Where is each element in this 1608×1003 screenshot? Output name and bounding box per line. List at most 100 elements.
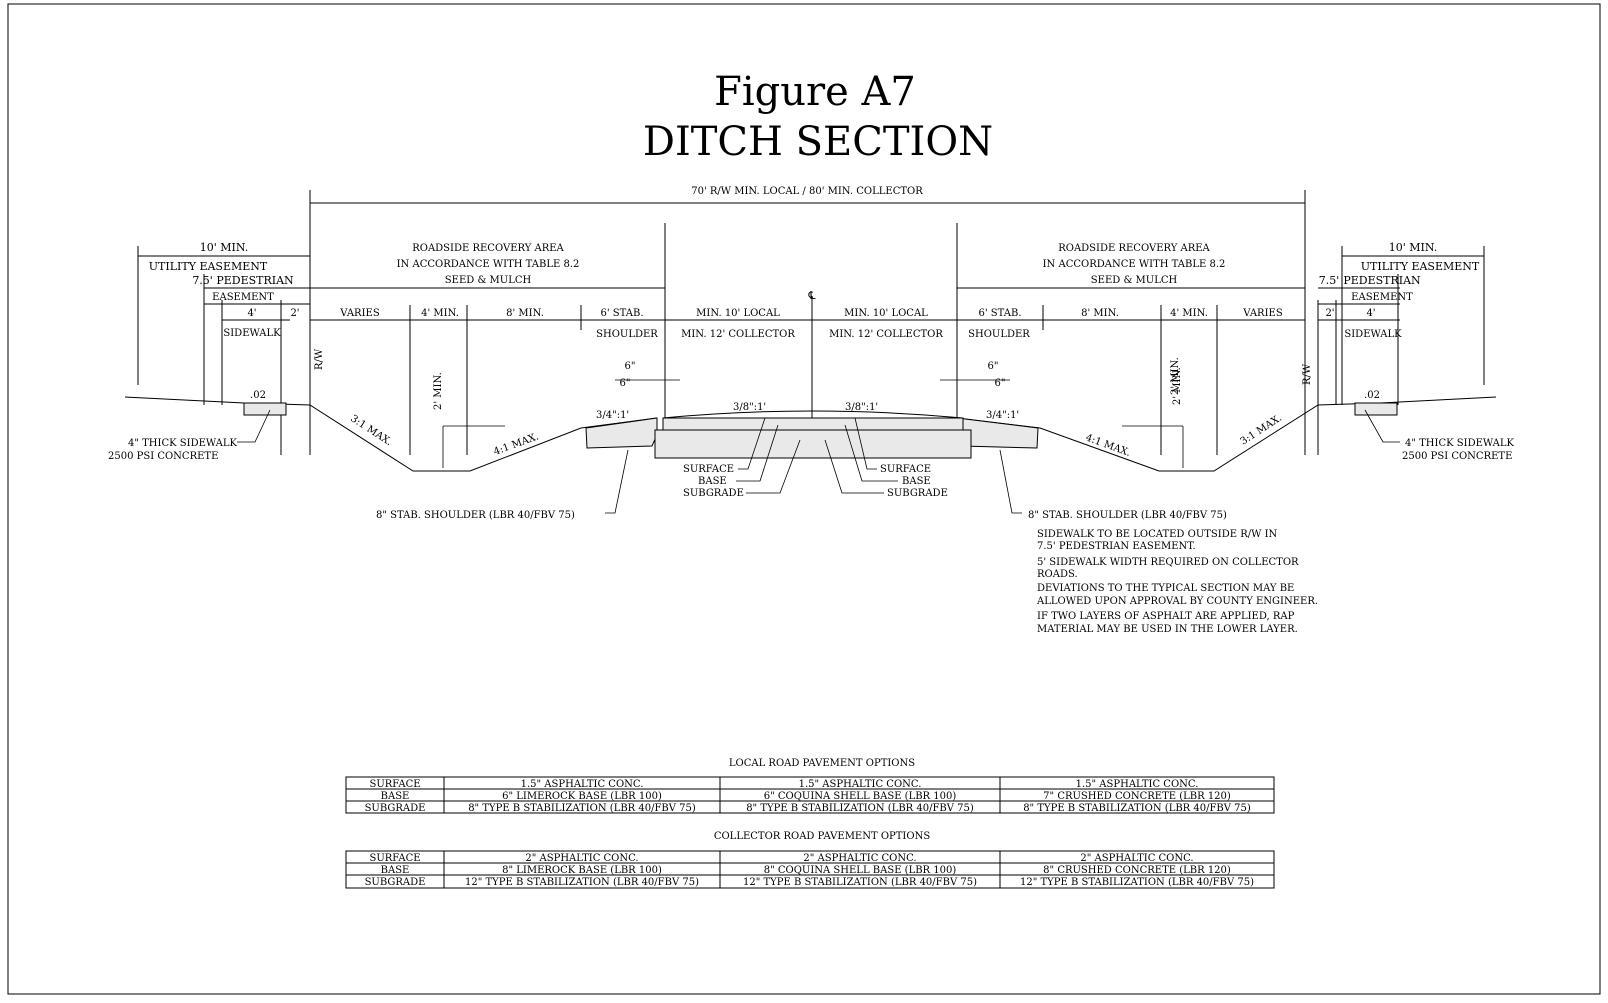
left-stab-shoulder-note: 8" STAB. SHOULDER (LBR 40/FBV 75) xyxy=(376,510,575,521)
pavement-base xyxy=(662,417,964,431)
local-cell-2-3: 8" TYPE B STABILIZATION (LBR 40/FBV 75) xyxy=(1023,803,1251,814)
local-cell-1-3: 7" CRUSHED CONCRETE (LBR 120) xyxy=(1043,791,1231,802)
row-dimension: 70' R/W MIN. LOCAL / 80' MIN. COLLECTOR xyxy=(309,186,1306,455)
figure-title: Figure A7 xyxy=(714,69,916,115)
right-six-in-1: 6" xyxy=(988,361,999,372)
right-rw-label: R/W xyxy=(1302,363,1313,385)
right-two-ft: 2' xyxy=(1325,308,1334,319)
local-cell-0-3: 1.5" ASPHALTIC CONC. xyxy=(1076,779,1199,790)
note-line-5: DEVIATIONS TO THE TYPICAL SECTION MAY BE xyxy=(1037,583,1294,594)
right-base-label: BASE xyxy=(902,476,931,487)
left-sidewalk-slab xyxy=(243,402,287,416)
left-ped-easement: 7.5' PEDESTRIAN xyxy=(192,274,294,287)
collector-cell-1-3: 8" CRUSHED CONCRETE (LBR 120) xyxy=(1043,865,1231,876)
right-util-easement: UTILITY EASEMENT xyxy=(1361,260,1480,273)
right-util-min: 10' MIN. xyxy=(1389,241,1438,254)
left-util-easement: UTILITY EASEMENT xyxy=(149,260,268,273)
right-lane-collector: MIN. 12' COLLECTOR xyxy=(829,329,943,340)
left-slope-34: 3/4":1' xyxy=(596,410,629,421)
collector-cell-1-1: 8" LIMEROCK BASE (LBR 100) xyxy=(502,865,662,876)
left-sidewalk-note-2: 2500 PSI CONCRETE xyxy=(108,451,218,462)
right-sidewalk-label: SIDEWALK xyxy=(1344,329,1402,340)
left-six-stab: 6' STAB. xyxy=(600,308,643,319)
right-lane-local: MIN. 10' LOCAL xyxy=(844,308,928,319)
right-ped-75: 7.5' xyxy=(1319,274,1340,287)
left-roadside-2: IN ACCORDANCE WITH TABLE 8.2 xyxy=(397,259,580,270)
right-dimensions: ROADSIDE RECOVERY AREA IN ACCORDANCE WIT… xyxy=(956,223,1485,455)
local-cell-0-2: 1.5" ASPHALTIC CONC. xyxy=(799,779,922,790)
left-util-min: 10' MIN. xyxy=(200,241,249,254)
left-sidewalk-note-1: 4" THICK SIDEWALK xyxy=(128,438,238,449)
right-slope-41: 4:1 MAX. xyxy=(1084,432,1132,458)
local-cell-0-0: SURFACE xyxy=(369,779,420,790)
general-notes: SIDEWALK TO BE LOCATED OUTSIDE R/W IN 7.… xyxy=(1036,529,1318,635)
centerline-symbol: ℄ xyxy=(807,289,815,302)
left-surface-label: SURFACE xyxy=(683,464,734,475)
note-line-3: 5' SIDEWALK WIDTH REQUIRED ON COLLECTOR xyxy=(1037,557,1299,568)
collector-cell-0-1: 2" ASPHALTIC CONC. xyxy=(525,853,638,864)
collector-cell-0-2: 2" ASPHALTIC CONC. xyxy=(803,853,916,864)
left-six-in-2: 6" xyxy=(620,378,631,389)
collector-cell-2-1: 12" TYPE B STABILIZATION (LBR 40/FBV 75) xyxy=(465,877,699,888)
pavement-subgrade xyxy=(654,429,972,459)
right-eight-min: 8' MIN. xyxy=(1081,308,1119,319)
note-line-7: IF TWO LAYERS OF ASPHALT ARE APPLIED, RA… xyxy=(1037,611,1295,622)
local-cell-1-0: BASE xyxy=(381,791,410,802)
left-shoulder: SHOULDER xyxy=(596,329,658,340)
collector-cell-0-3: 2" ASPHALTIC CONC. xyxy=(1080,853,1193,864)
collector-cell-2-0: SUBGRADE xyxy=(365,877,426,888)
left-rw-label: R/W xyxy=(314,348,325,370)
local-pavement-table: LOCAL ROAD PAVEMENT OPTIONS SURFACE 1.5"… xyxy=(345,758,1275,814)
right-varies: VARIES xyxy=(1242,308,1283,319)
local-cell-2-2: 8" TYPE B STABILIZATION (LBR 40/FBV 75) xyxy=(746,803,974,814)
left-slope-31: 3:1 MAX. xyxy=(348,413,393,448)
right-shoulder: SHOULDER xyxy=(968,329,1030,340)
left-stab-shoulder xyxy=(585,417,658,449)
right-slope-02: .02 xyxy=(1364,390,1380,401)
right-slope-31: 3:1 MAX. xyxy=(1239,413,1284,448)
right-roadside-1: ROADSIDE RECOVERY AREA xyxy=(1058,243,1210,254)
collector-pavement-table: COLLECTOR ROAD PAVEMENT OPTIONS SURFACE … xyxy=(345,831,1275,889)
ground-profile xyxy=(124,396,1497,472)
right-slope-34: 3/4":1' xyxy=(986,410,1019,421)
right-roadside-2: IN ACCORDANCE WITH TABLE 8.2 xyxy=(1043,259,1226,270)
left-base-label: BASE xyxy=(698,476,727,487)
left-slope-38: 3/8":1' xyxy=(733,402,766,413)
left-eight-min: 8' MIN. xyxy=(506,308,544,319)
left-subgrade-label: SUBGRADE xyxy=(683,488,744,499)
local-cell-1-1: 6" LIMEROCK BASE (LBR 100) xyxy=(502,791,662,802)
right-sidewalk-note-1: 4" THICK SIDEWALK xyxy=(1405,438,1515,449)
right-sidewalk-width: 4' xyxy=(1366,308,1375,319)
left-roadside-3: SEED & MULCH xyxy=(445,275,532,286)
right-six-stab: 6' STAB. xyxy=(978,308,1021,319)
collector-cell-0-0: SURFACE xyxy=(369,853,420,864)
collector-cell-1-2: 8" COQUINA SHELL BASE (LBR 100) xyxy=(764,865,957,876)
right-sidewalk-slab xyxy=(1354,402,1398,416)
left-two-min: 2' MIN. xyxy=(433,372,444,410)
left-lane-collector: MIN. 12' COLLECTOR xyxy=(681,329,795,340)
left-sidewalk-width: 4' xyxy=(247,308,256,319)
note-line-6: ALLOWED UPON APPROVAL BY COUNTY ENGINEER… xyxy=(1036,596,1318,607)
right-two-min: 2' MIN. xyxy=(1172,367,1183,405)
row-dimension-label: 70' R/W MIN. LOCAL / 80' MIN. COLLECTOR xyxy=(691,186,923,197)
left-slope-02: .02 xyxy=(250,390,266,401)
note-line-1: SIDEWALK TO BE LOCATED OUTSIDE R/W IN xyxy=(1037,529,1278,540)
collector-cell-2-2: 12" TYPE B STABILIZATION (LBR 40/FBV 75) xyxy=(743,877,977,888)
right-surface-label: SURFACE xyxy=(880,464,931,475)
left-lane-local: MIN. 10' LOCAL xyxy=(696,308,780,319)
right-stab-shoulder-note: 8" STAB. SHOULDER (LBR 40/FBV 75) xyxy=(1028,510,1227,521)
right-slope-38: 3/8":1' xyxy=(845,402,878,413)
left-roadside-1: ROADSIDE RECOVERY AREA xyxy=(412,243,564,254)
right-six-in-2: 6" xyxy=(995,378,1006,389)
left-sidewalk-label: SIDEWALK xyxy=(223,328,281,339)
left-four-min: 4' MIN. xyxy=(421,308,459,319)
left-two-ft: 2' xyxy=(290,308,299,319)
local-cell-2-0: SUBGRADE xyxy=(365,803,426,814)
local-table-caption: LOCAL ROAD PAVEMENT OPTIONS xyxy=(729,758,915,769)
left-slope-41: 4:1 MAX. xyxy=(492,431,540,457)
figure-subtitle: DITCH SECTION xyxy=(643,119,993,165)
right-roadside-3: SEED & MULCH xyxy=(1091,275,1178,286)
left-dimensions: 10' MIN. UTILITY EASEMENT 7.5' PEDESTRIA… xyxy=(137,223,666,455)
